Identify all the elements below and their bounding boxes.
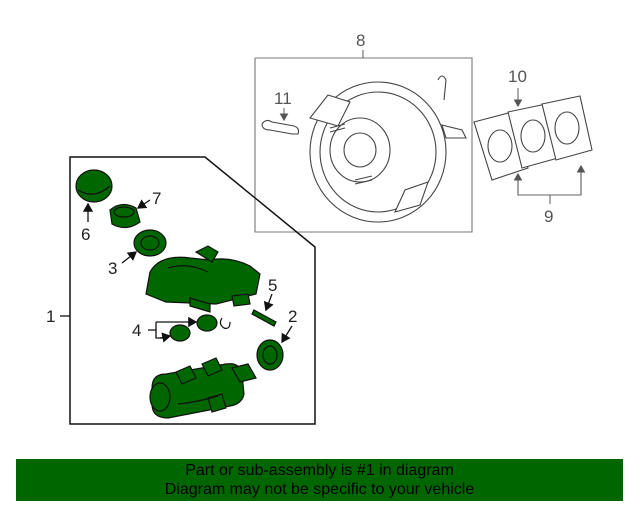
info-banner: Part or sub-assembly is #1 in diagram Di… (16, 459, 623, 501)
reservoir-grommets (169, 314, 218, 342)
reservoir-pin (251, 309, 277, 327)
callout-8: 8 (356, 31, 365, 50)
callout-2: 2 (288, 307, 297, 326)
banner-line-2: Diagram may not be specific to your vehi… (164, 481, 475, 498)
callout-5: 5 (268, 276, 277, 295)
fluid-reservoir (145, 245, 261, 329)
callout-3: 3 (108, 259, 117, 278)
parts-diagram: 8 11 (46, 31, 593, 425)
callout-6: 6 (81, 225, 90, 244)
push-rod-pin: 11 (261, 89, 300, 135)
callout-7: 7 (152, 189, 161, 208)
callout-9: 9 (544, 207, 553, 226)
banner-line-1: Part or sub-assembly is #1 in diagram (185, 462, 454, 479)
master-cylinder-body (149, 357, 257, 419)
master-cylinder-frame (69, 156, 316, 425)
callout-11: 11 (274, 89, 292, 108)
reservoir-seal (133, 229, 167, 257)
reservoir-strainer (109, 203, 141, 229)
callout-1: 1 (46, 307, 55, 326)
booster-frame (254, 57, 473, 233)
gasket-group: 10 9 (473, 67, 593, 226)
gasket-plate-3 (541, 95, 593, 161)
master-cylinder-seal (256, 339, 284, 371)
brake-booster (309, 75, 467, 223)
callout-4: 4 (132, 321, 141, 340)
reservoir-cap (75, 169, 113, 203)
booster-group: 8 11 (254, 31, 473, 233)
callout-10: 10 (508, 67, 527, 86)
